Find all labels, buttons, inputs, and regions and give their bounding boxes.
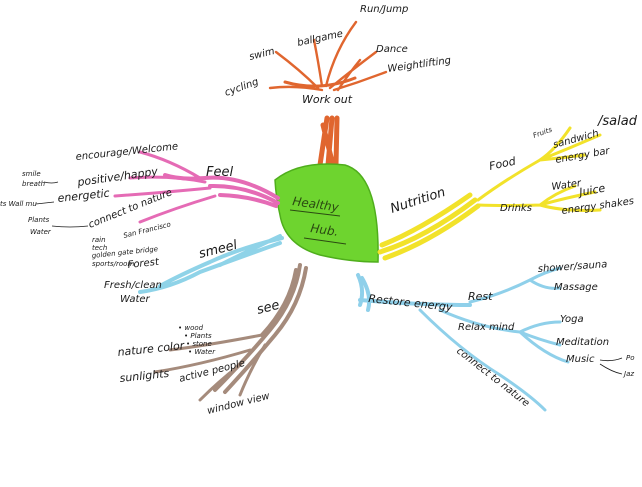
nutrition-food-item: Fruits [532, 126, 554, 140]
hub-underline [289, 209, 347, 245]
workout-branch [268, 20, 388, 168]
hub-leaf [274, 163, 379, 263]
workout-item: ballgame [296, 29, 344, 49]
restore-relax-label: Relax mind [458, 322, 515, 333]
nutrition-food-sub [476, 126, 602, 202]
healthy-hub: Healthy Hub. [274, 163, 379, 263]
restore-relax-item: Yoga [560, 314, 584, 325]
nutrition-main [377, 192, 481, 261]
nutrition-drinks-label: Drinks [500, 203, 532, 214]
hub-title-line2: Hub. [310, 221, 340, 239]
restore-rest-item: Massage [554, 282, 598, 293]
see-item: nature color [117, 339, 186, 359]
restore-connect-label: connect to nature [454, 346, 531, 410]
feel-item: positive/happy [76, 165, 160, 189]
restore-relax-sub [438, 308, 570, 364]
workout-item: Run/Jump [360, 4, 408, 15]
restore-relax-item: Meditation [556, 337, 609, 348]
smell-branch [138, 234, 284, 294]
smell-item: Fresh/clean [104, 280, 162, 291]
feel-item: energetic [57, 187, 110, 205]
hub-title-line1: Healthy [292, 194, 341, 214]
smell-item: sports/room [92, 260, 134, 268]
feel-sub [113, 150, 217, 224]
smell-item: rain [92, 236, 106, 244]
workout-label: Work out [302, 93, 353, 106]
feel-note: Water [30, 228, 52, 236]
nutrition-branch [377, 126, 602, 261]
see-nature-item: • stone [186, 340, 212, 348]
nutrition-food-label: Food [488, 154, 518, 172]
nutrition-food-item: /salad [597, 114, 638, 129]
workout-item: Dance [376, 44, 408, 55]
feel-connectors [35, 181, 89, 228]
restore-music-item: Po [626, 354, 635, 362]
restore-branch [356, 266, 570, 412]
feel-note: breath [22, 180, 45, 188]
restore-rest-sub [468, 266, 562, 304]
see-item: sunlights [119, 367, 170, 385]
restore-music-item: Jaz [622, 370, 634, 378]
feel-note: smile [22, 170, 41, 178]
feel-note: Plants [28, 216, 50, 224]
nutrition-drinks-sub [476, 184, 602, 212]
workout-item: cycling [223, 76, 260, 98]
restore-rest-item: shower/sauna [537, 259, 607, 275]
workout-item: Weightlifting [387, 55, 452, 75]
smell-item: tech [92, 244, 107, 252]
see-nature-item: • Plants [184, 332, 212, 340]
smell-item: Water [120, 294, 151, 305]
see-nature-item: • wood [178, 324, 204, 332]
restore-relax-item: Music [566, 354, 595, 365]
smell-item: Forest [127, 257, 160, 271]
restore-connect-sub [418, 308, 547, 412]
restore-rest-label: Rest [468, 290, 493, 303]
workout-trunk [317, 115, 340, 168]
music-connector [599, 357, 623, 375]
feel-branch [113, 150, 280, 224]
workout-sprigs [268, 20, 388, 92]
feel-note: San Francisco [123, 220, 172, 240]
see-branch [153, 263, 308, 402]
nutrition-drinks-item: Juice [576, 182, 606, 200]
feel-label: Feel [206, 165, 233, 180]
see-sub [153, 333, 267, 402]
nutrition-drinks-item: energy shakes [561, 196, 635, 217]
workout-base [283, 76, 357, 88]
see-label: see [255, 298, 281, 318]
restore-main [356, 273, 472, 312]
nutrition-drinks-item: Water [551, 178, 583, 193]
restore-label: Restore energy [368, 292, 454, 314]
workout-item: swim [248, 46, 276, 63]
see-nature-item: • Water [188, 348, 216, 356]
feel-note: ts Wall mu [0, 200, 37, 208]
smell-main [138, 234, 284, 294]
nutrition-label: Nutrition [389, 185, 448, 217]
